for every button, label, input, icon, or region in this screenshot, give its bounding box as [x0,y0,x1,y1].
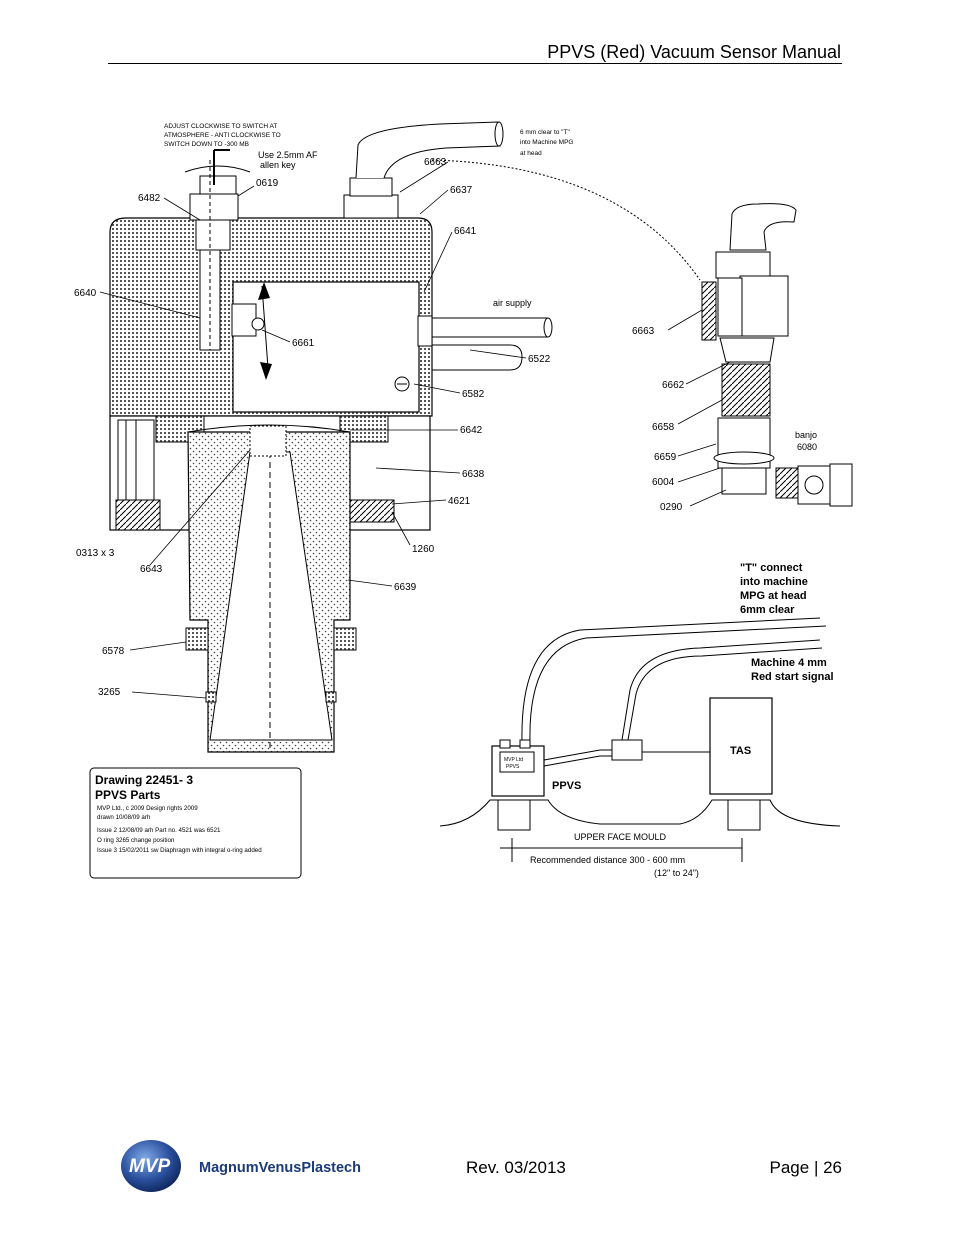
label-0313: 0313 x 3 [76,548,115,559]
label-6639: 6639 [394,582,417,593]
tas-label: TAS [730,745,751,757]
label-6482: 6482 [138,193,161,204]
ppvs-body-text-1: MVP Ltd [504,757,523,763]
label-0619: 0619 [256,178,279,189]
ppvs-label: PPVS [552,780,581,792]
label-6642: 6642 [460,425,483,436]
logo-globe [121,1140,181,1192]
label-6663-top: 6663 [424,157,447,168]
title-block [89,767,302,879]
label-6661: 6661 [292,338,315,349]
tube-note-1: 6 mm clear to "T" [520,129,570,136]
t-connect-1: "T" connect [740,562,803,574]
label-6638: 6638 [462,469,485,480]
title-block-line6: O ring 3265 change position [97,837,175,844]
revision-label: Rev. 03/2013 [466,1158,566,1177]
tube-note-2: into Machine MPG [520,139,573,146]
label-6658: 6658 [652,422,675,433]
allen-note-2: allen key [260,160,296,170]
label-6659: 6659 [654,452,677,463]
label-6522: 6522 [528,354,551,365]
distance-label-2: (12" to 24") [654,868,699,878]
adjust-note-2: ATMOSPHERE - ANTI CLOCKWISE TO [164,132,281,139]
title-block-line1: Drawing 22451- 3 [95,773,193,787]
label-6662: 6662 [662,380,685,391]
signal-1: Machine 4 mm [751,657,827,669]
air-supply-label: air supply [493,298,532,308]
banjo-label-2: 6080 [797,442,817,452]
distance-label-1: Recommended distance 300 - 600 mm [530,855,685,865]
banjo-label-1: banjo [795,430,817,440]
label-6004: 6004 [652,477,675,488]
page-number: Page | 26 [769,1158,842,1177]
mvp-logo: MVP MagnumVenusPlastech [121,1140,361,1192]
tube-note-3: at head [520,150,542,157]
header-rule [108,63,842,64]
label-6641: 6641 [454,226,477,237]
label-6637: 6637 [450,185,473,196]
label-6640: 6640 [74,288,97,299]
t-connect-3: MPG at head [740,590,807,602]
switch-box [232,281,420,413]
logo-mark: MVP [129,1156,171,1177]
adjust-note-1: ADJUST CLOCKWISE TO SWITCH AT [164,123,277,130]
label-6578: 6578 [102,646,125,657]
signal-2: Red start signal [751,671,834,683]
label-6663-right: 6663 [632,326,655,337]
label-6582: 6582 [462,389,485,400]
mould-label: UPPER FACE MOULD [574,832,667,842]
label-6643: 6643 [140,564,163,575]
title-block-line4: drawn 10/08/09 arh [97,814,151,821]
t-connect-2: into machine [740,576,808,588]
label-0290: 0290 [660,502,683,513]
allen-note-1: Use 2.5mm AF [258,150,318,160]
adjust-note-3: SWITCH DOWN TO -300 MB [164,141,249,148]
logo-text: MagnumVenusPlastech [199,1160,361,1176]
page-header-title: PPVS (Red) Vacuum Sensor Manual [547,42,841,62]
title-block-line5: Issue 2 12/08/09 arh Part no. 4521 was 6… [97,827,221,834]
label-3265: 3265 [98,687,121,698]
ppvs-body-text-2: PPVS [506,764,520,770]
label-4621: 4621 [448,496,471,507]
t-connect-4: 6mm clear [740,604,795,616]
title-block-line2: PPVS Parts [95,788,161,802]
label-1260: 1260 [412,544,435,555]
tas-unit [709,697,773,795]
title-block-line3: MVP Ltd., c 2009 Design rights 2009 [97,805,198,812]
title-block-line7: Issue 3 15/02/2011 sw Diaphragm with int… [97,847,262,854]
